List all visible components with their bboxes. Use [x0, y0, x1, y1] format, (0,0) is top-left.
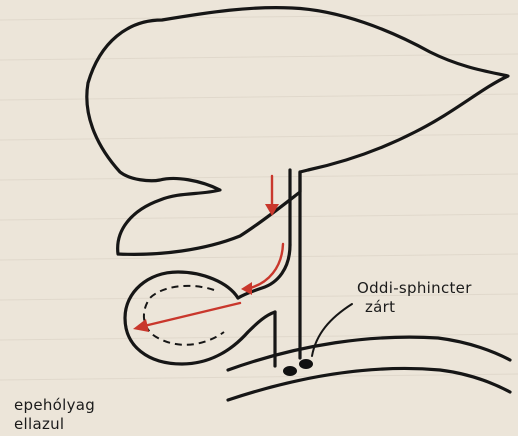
oddi-sphincter-label: Oddi-sphincter zárt [357, 279, 472, 317]
bile-flow-arrow-gallbladder [144, 303, 240, 326]
duodenum-lower-wall [228, 368, 510, 400]
sphincter-left-dot [283, 366, 297, 376]
bile-flow-arrow-gallbladder-head [133, 319, 149, 332]
gallbladder-label-line1: epehólyag [14, 396, 95, 415]
sphincter-right-dot [299, 359, 313, 369]
gallbladder-label-line2: ellazul [14, 415, 95, 434]
gallbladder-label: epehólyag ellazul [14, 396, 95, 434]
duodenum-upper-wall [228, 337, 510, 370]
bile-flow-arrow-cystic [250, 244, 283, 288]
background-texture [0, 14, 518, 380]
oddi-sphincter-label-line1: Oddi-sphincter [357, 279, 472, 298]
oddi-sphincter-label-line2: zárt [357, 298, 472, 317]
sphincter-leader-line [312, 304, 352, 356]
liver-outline [87, 8, 508, 255]
